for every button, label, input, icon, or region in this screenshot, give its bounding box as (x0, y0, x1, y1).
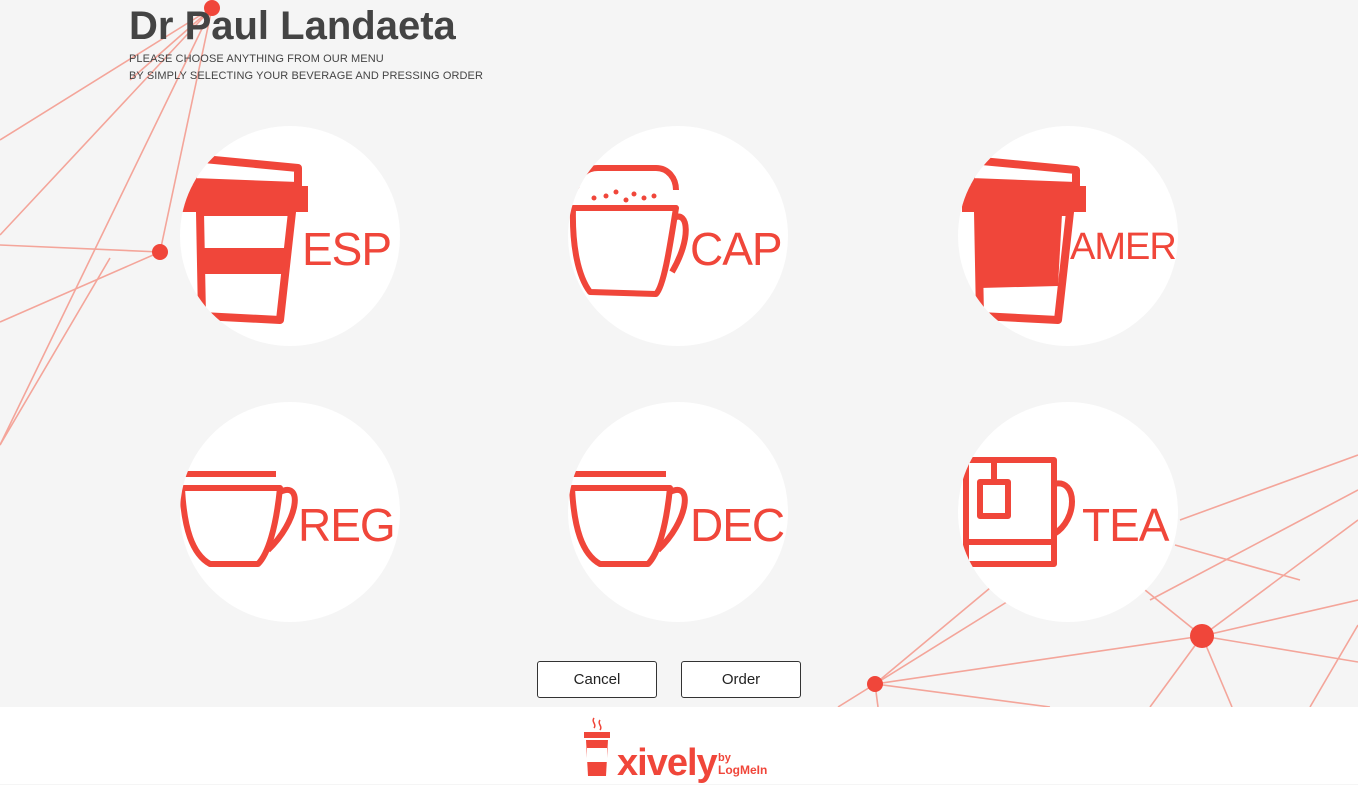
menu-item-label: AMER (1070, 226, 1177, 268)
menu-item-reg[interactable]: REG (180, 402, 400, 622)
order-button[interactable]: Order (681, 661, 801, 698)
coffee-cup-icon (569, 471, 688, 567)
menu-item-esp[interactable]: ESP (180, 126, 400, 346)
page-title: Dr Paul Landaeta (129, 4, 456, 48)
cappuccino-mug-icon (569, 165, 689, 297)
menu-item-label: ESP (302, 223, 392, 275)
logmein-logo: LogMeIn (718, 763, 768, 777)
instructions-line-2: BY SIMPLY SELECTING YOUR BEVERAGE AND PR… (129, 70, 484, 82)
coffee-cup-icon (180, 471, 298, 567)
footer (0, 707, 1358, 784)
menu-item-label: REG (298, 499, 396, 551)
tea-mug-icon (963, 457, 1075, 567)
coffee-bar-logo-icon (584, 717, 610, 776)
menu-item-tea[interactable]: TEA (958, 402, 1178, 622)
xively-logo: xively (617, 742, 718, 784)
cancel-button[interactable]: Cancel (537, 661, 657, 698)
menu-item-label: TEA (1082, 499, 1169, 551)
menu-item-amer[interactable]: AMER (958, 126, 1178, 346)
menu-item-label: CAP (690, 223, 783, 275)
by-text: by (718, 752, 731, 764)
network-background (0, 0, 1358, 707)
menu-item-dec[interactable]: DEC (568, 402, 788, 622)
instructions-line-1: PLEASE CHOOSE ANYTHING FROM OUR MENU (129, 53, 384, 65)
menu-item-cap[interactable]: CAP (568, 126, 788, 346)
menu-item-label: DEC (690, 499, 785, 551)
takeaway-cup-icon (182, 154, 308, 324)
takeaway-cup-icon (962, 156, 1086, 324)
